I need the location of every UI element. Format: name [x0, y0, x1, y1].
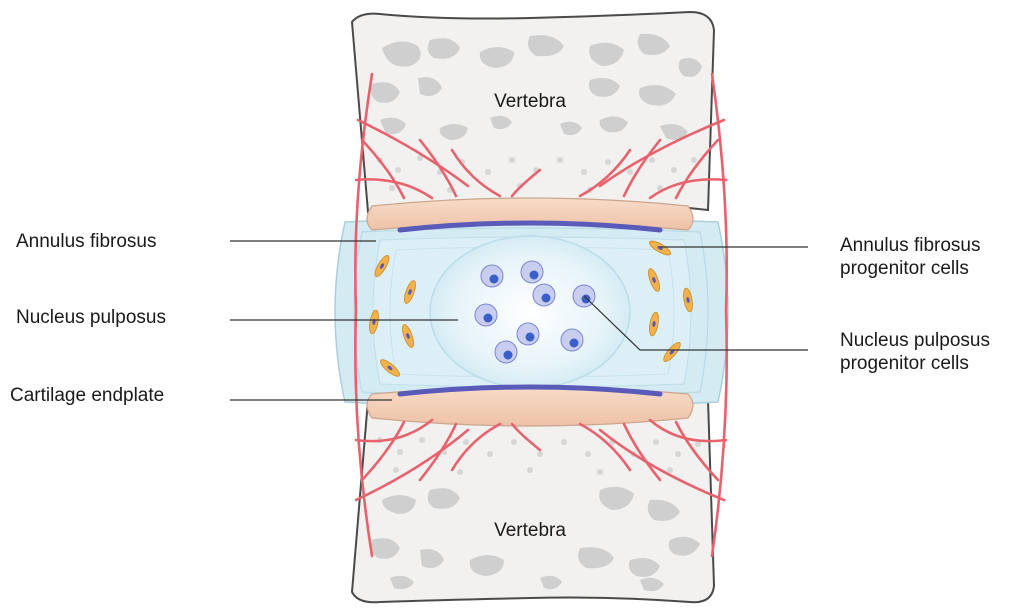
cartilage-endplate-label: Cartilage endplate: [10, 384, 164, 407]
vertebra-top-label: Vertebra: [440, 90, 620, 113]
lower-vertebra: [352, 400, 714, 602]
annulus-fibrosus-label: Annulus fibrosus: [16, 230, 156, 253]
np-progenitor-label-line1: Nucleus pulposus: [840, 329, 990, 352]
af-progenitor-label-line2: progenitor cells: [840, 257, 969, 280]
nucleus-pulposus-label: Nucleus pulposus: [16, 306, 166, 329]
af-progenitor-label-line1: Annulus fibrosus: [840, 234, 980, 257]
lower-cartilage-endplate: [367, 387, 693, 426]
vertebra-bottom-label: Vertebra: [440, 519, 620, 542]
np-progenitor-label-line2: progenitor cells: [840, 352, 969, 375]
upper-cartilage-endplate: [367, 198, 693, 230]
